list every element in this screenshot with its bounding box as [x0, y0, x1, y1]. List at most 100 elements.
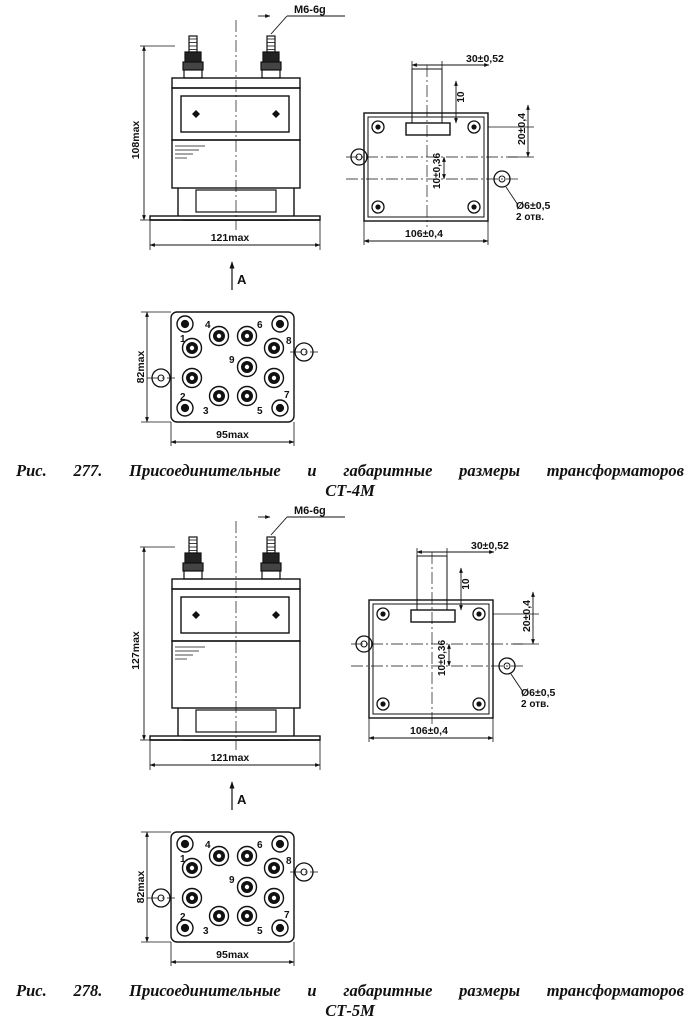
- stud-washer: [182, 562, 204, 572]
- terminal-pin: [216, 333, 222, 339]
- terminal-pin: [244, 884, 250, 890]
- terminal-pin: [244, 853, 250, 859]
- board-height-label: 82max: [135, 350, 147, 383]
- board-fixing-center: [180, 923, 190, 933]
- view-arrow-label: А: [237, 792, 247, 807]
- terminal-ring: [181, 857, 203, 879]
- hole-count-label: 2 отв.: [516, 212, 544, 223]
- caption-line: Рис. 278. Присоединительные и габаритные…: [16, 981, 684, 1000]
- terminal-1: [181, 857, 203, 879]
- board-fixing-center: [180, 319, 190, 329]
- caption-model: СТ-5М: [325, 1001, 375, 1020]
- terminal-pin: [216, 393, 222, 399]
- terminal-stud: [260, 35, 282, 79]
- stud-base: [261, 570, 281, 580]
- terminal-pin: [244, 393, 250, 399]
- terminal-number-6: 6: [257, 320, 263, 331]
- stud-washer: [260, 562, 282, 572]
- terminal-pin: [189, 345, 195, 351]
- rivet-right-icon: [272, 110, 280, 118]
- ear-hole-right-inner: [498, 175, 506, 183]
- stud-base: [183, 69, 203, 79]
- terminal-number-4: 4: [205, 840, 211, 851]
- terminal-number-8: 8: [286, 856, 292, 867]
- terminal-number-3: 3: [203, 926, 209, 937]
- rivet-left-icon: [192, 110, 200, 118]
- plate-border: [367, 116, 485, 218]
- terminal-pin: [271, 345, 277, 351]
- board-fixing-center: [275, 319, 285, 329]
- hole-center: [471, 204, 477, 210]
- terminal-pin: [244, 364, 250, 370]
- terminal-stud: [182, 536, 204, 580]
- frame-window: [180, 596, 290, 634]
- terminal-pin: [189, 895, 195, 901]
- hole-diameter-label: Ø6±0,5: [521, 687, 556, 699]
- stud-washer: [260, 61, 282, 71]
- terminal-ring: [181, 337, 203, 359]
- terminal-ring: [236, 905, 258, 927]
- terminal-pin: [244, 333, 250, 339]
- terminal-number-5: 5: [257, 406, 263, 417]
- figure-277: М6-6g108max121maxА30±0,521020±0,410±0,36…: [130, 4, 551, 446]
- leader-line: [270, 15, 288, 35]
- board-fixing-hole: [176, 315, 194, 333]
- terminal-ring: [263, 337, 285, 359]
- terminal-6: [236, 845, 258, 867]
- rivet-left-icon: [192, 611, 200, 619]
- hole-center: [476, 611, 482, 617]
- board-fixing-hole: [176, 919, 194, 937]
- board-fixing-hole: [176, 835, 194, 853]
- mounting-plate: [363, 112, 489, 222]
- slot-depth-label: 10: [456, 91, 467, 103]
- terminal-ring: [208, 905, 230, 927]
- stud-washer: [182, 61, 204, 71]
- terminal-4: [208, 845, 230, 867]
- terminal-8: [263, 857, 285, 879]
- terminal-2: [181, 887, 203, 909]
- terminal-stud: [260, 536, 282, 580]
- figure-caption-277: Рис. 277. Присоединительные и габаритные…: [16, 461, 684, 500]
- stud-base: [183, 570, 203, 580]
- plate-width-label: 106±0,4: [410, 725, 448, 737]
- terminal-number-2: 2: [180, 912, 186, 923]
- terminal-pin: [216, 853, 222, 859]
- leader-line: [510, 673, 524, 693]
- terminal-ring: [236, 385, 258, 407]
- terminal-pin: [189, 375, 195, 381]
- caption-model: СТ-4М: [325, 481, 375, 500]
- view-arrow-label: А: [237, 272, 247, 287]
- terminal-number-4: 4: [205, 320, 211, 331]
- terminal-ring: [181, 887, 203, 909]
- figure-caption-278: Рис. 278. Присоединительные и габаритные…: [16, 981, 684, 1020]
- terminal-number-2: 2: [180, 392, 186, 403]
- height-label: 127max: [130, 631, 142, 670]
- hole-center: [380, 701, 386, 707]
- terminal-2: [181, 367, 203, 389]
- terminal-5: [236, 385, 258, 407]
- hole-center: [375, 124, 381, 130]
- board-fixing-center: [180, 839, 190, 849]
- terminal-pin: [189, 865, 195, 871]
- stud-nut: [184, 552, 202, 564]
- terminal-board: [170, 311, 295, 423]
- mounting-hole: [467, 120, 481, 134]
- terminal-number-5: 5: [257, 926, 263, 937]
- hole-center: [380, 611, 386, 617]
- terminal-6: [236, 325, 258, 347]
- terminal-ring: [181, 367, 203, 389]
- board-fixing-hole: [271, 919, 289, 937]
- figure-278: М6-6g127max121maxА30±0,521020±0,410±0,36…: [130, 505, 556, 966]
- terminal-pin: [271, 865, 277, 871]
- slot-width-label: 30±0,52: [471, 540, 509, 552]
- stud-nut: [262, 552, 280, 564]
- terminal-pin: [271, 895, 277, 901]
- terminal-board: [170, 831, 295, 943]
- hole-center: [476, 701, 482, 707]
- terminal-3: [208, 385, 230, 407]
